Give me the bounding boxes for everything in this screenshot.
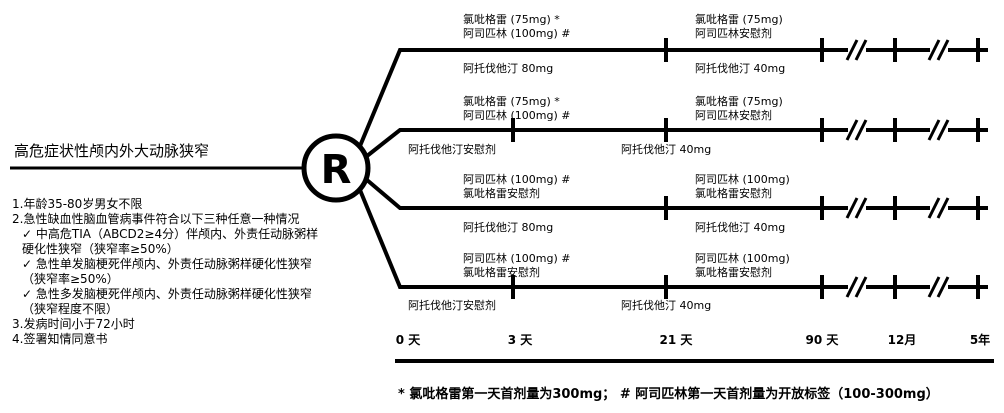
- arm-1-above-late-2: 阿司匹林安慰剂: [695, 26, 772, 40]
- arm-1-above-early-1: 氯吡格雷 (75mg) *: [463, 12, 560, 26]
- arm-3-above-late-1: 阿司匹林 (100mg): [695, 172, 790, 186]
- criteria-line: ✓ 中高危TIA（ABCD2≥4分）伴颅内、外责任动脉粥样: [22, 226, 318, 241]
- arm-2-above-early-1: 氯吡格雷 (75mg) *: [463, 94, 560, 108]
- arm-4-above-late-2: 氯吡格雷安慰剂: [695, 265, 772, 279]
- timeline-label-5y: 5年: [970, 332, 990, 347]
- population-title: 高危症状性颅内外大动脉狭窄: [14, 142, 209, 160]
- timeline-axis: 0 天 3 天 21 天 90 天 12月 5年: [396, 332, 990, 347]
- arm-4-above-late-1: 阿司匹林 (100mg): [695, 251, 790, 265]
- arm-1-above-late-1: 氯吡格雷 (75mg): [695, 12, 783, 26]
- arm-3-above-early-1: 阿司匹林 (100mg) #: [463, 172, 571, 186]
- arm-3-ticks: [664, 196, 980, 220]
- arm-1-below-early: 阿托伐他汀 80mg: [463, 61, 553, 75]
- timeline-label-day90: 90 天: [806, 333, 840, 347]
- arm-2-below-early: 阿托伐他汀安慰剂: [408, 142, 496, 156]
- criteria-line: 1.年龄35-80岁男女不限: [12, 196, 142, 211]
- criteria-line: 3.发病时间小于72小时: [12, 316, 135, 331]
- arm-3-above-early-2: 氯吡格雷安慰剂: [463, 186, 540, 200]
- randomization-circle: [301, 133, 371, 203]
- criteria-line: ✓ 急性单发脑梗死伴颅内、外责任动脉粥样硬化性狭窄: [22, 256, 312, 271]
- arm-4-below-early: 阿托伐他汀安慰剂: [408, 298, 496, 312]
- arm-1-ticks: [664, 38, 980, 62]
- arm-line-3: [365, 178, 988, 210]
- arm-2-above-late-2: 阿司匹林安慰剂: [695, 108, 772, 122]
- timeline-label-day3: 3 天: [508, 333, 534, 347]
- timeline-label-12m: 12月: [888, 333, 917, 347]
- timeline-label-day0: 0 天: [396, 333, 422, 347]
- criteria-line: 硬化性狭窄（狭窄率≥50%）: [22, 241, 179, 256]
- criteria-line: （狭窄率≥50%）: [22, 271, 119, 286]
- randomization-label: R: [321, 147, 352, 193]
- arm-3-above-late-2: 氯吡格雷安慰剂: [695, 186, 772, 200]
- arm-4-above-early-1: 阿司匹林 (100mg) #: [463, 251, 571, 265]
- arm-1-below-late: 阿托伐他汀 40mg: [695, 61, 785, 75]
- criteria-line: 2.急性缺血性脑血管病事件符合以下三种任意一种情况: [12, 211, 299, 226]
- arm-line-2: [365, 128, 988, 158]
- arm-line-4: [358, 189, 988, 289]
- timeline-label-day21: 21 天: [660, 333, 694, 347]
- arm-3-below-late: 阿托伐他汀 40mg: [695, 220, 785, 234]
- arm-2-above-late-1: 氯吡格雷 (75mg): [695, 94, 783, 108]
- inclusion-criteria: 1.年龄35-80岁男女不限 2.急性缺血性脑血管病事件符合以下三种任意一种情况…: [12, 196, 318, 346]
- arm-2-below-late: 阿托伐他汀 40mg: [621, 142, 711, 156]
- arm-4-below-late: 阿托伐他汀 40mg: [621, 298, 711, 312]
- arm-1-above-early-2: 阿司匹林 (100mg) #: [463, 26, 571, 40]
- footnote: * 氯吡格雷第一天首剂量为300mg； # 阿司匹林第一天首剂量为开放标签（10…: [398, 386, 939, 402]
- arm-4-above-early-2: 氯吡格雷安慰剂: [463, 265, 540, 279]
- arm-3-below-early: 阿托伐他汀 80mg: [463, 220, 553, 234]
- arm-2-above-early-2: 阿司匹林 (100mg) #: [463, 108, 571, 122]
- arm-2-ticks: [511, 118, 980, 142]
- arm-line-1: [358, 48, 988, 147]
- break-markers: [845, 38, 950, 299]
- criteria-line: ✓ 急性多发脑梗死伴颅内、外责任动脉粥样硬化性狭窄: [22, 286, 312, 301]
- criteria-line: （狭窄程度不限）: [22, 301, 118, 316]
- criteria-line: 4.签署知情同意书: [12, 331, 107, 346]
- arm-4-ticks: [511, 275, 980, 299]
